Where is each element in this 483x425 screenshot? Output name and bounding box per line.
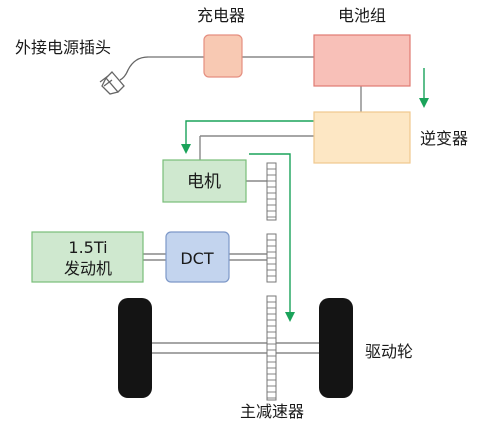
dct-box (165, 231, 230, 283)
engine-box (31, 231, 144, 283)
gear-rack-main-reducer (266, 295, 277, 401)
connector-lines (143, 56, 362, 354)
battery-to-inverter-arrowhead (419, 98, 429, 108)
power-plug-icon (99, 56, 149, 95)
power-to-wheel-arrowhead (285, 312, 295, 322)
gear-rack-dct (266, 233, 277, 283)
flow-arrows (181, 68, 429, 322)
engine-label-line1: 1.5Ti (68, 238, 107, 257)
charger-label: 充电器 (197, 6, 245, 25)
inverter-box (313, 111, 411, 164)
gear-rack-motor (266, 162, 277, 221)
main-reducer-label: 主减速器 (240, 402, 304, 421)
battery-pack-box (313, 34, 411, 87)
inverter-label: 逆变器 (420, 129, 468, 148)
motor-box (162, 159, 247, 203)
inverter-to-motor-arrowhead (181, 144, 191, 154)
engine-label-line2: 发动机 (64, 259, 112, 278)
gear-rack-frame (266, 162, 277, 221)
right-drive-wheel (319, 298, 353, 398)
left-drive-wheel (118, 298, 152, 398)
external-plug-label: 外接电源插头 (15, 38, 111, 57)
gear-rack-frame (266, 295, 277, 401)
dct-label: DCT (180, 249, 213, 268)
power-to-wheel-arrow (249, 153, 291, 312)
charger-box (203, 34, 243, 78)
drive-wheel-label: 驱动轮 (365, 342, 413, 361)
inverter-to-motor-arrow (185, 120, 314, 146)
battery-pack-label: 电池组 (338, 6, 386, 25)
motor-label: 电机 (187, 172, 221, 192)
